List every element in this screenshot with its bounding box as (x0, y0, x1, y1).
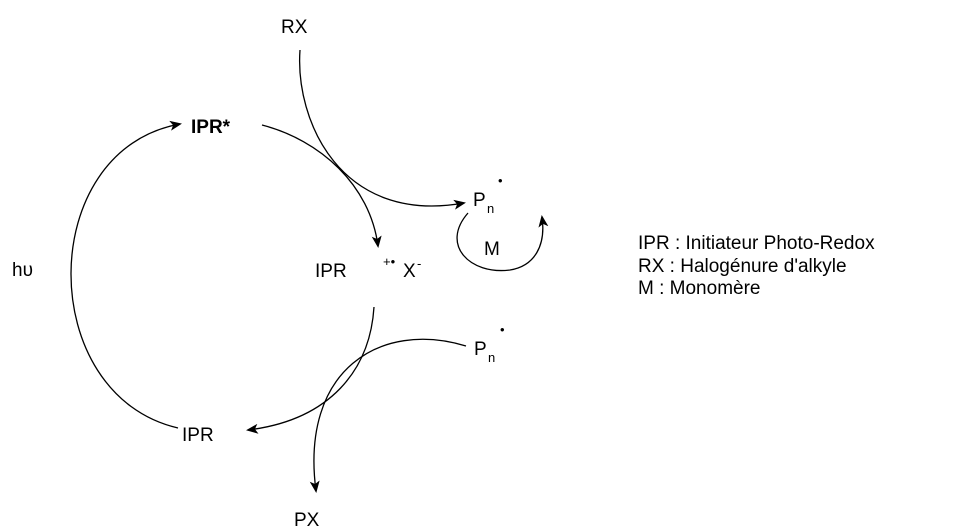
label-polymer-radical-top: P n • (473, 173, 503, 216)
label-ipr-ground: IPR (182, 425, 214, 446)
arc-propagation-loop (456, 212, 549, 272)
label-polymer-radical-bottom: P n • (474, 322, 505, 365)
radical-dot: • (498, 173, 503, 188)
arc-light-excitation (70, 120, 182, 429)
radical-dot: • (500, 322, 505, 337)
label-monomer: M (484, 239, 500, 260)
arc-ipr-star-to-ipr-cation (261, 124, 382, 248)
counter-anion-charge: - (417, 256, 421, 271)
label-ipr-radical-cation-pair: IPR +• X - (315, 254, 421, 282)
legend-item-rx: RX : Halogénure d'alkyle (638, 255, 847, 277)
arc-rx-to-polymer-radical (298, 49, 466, 210)
label-rx: RX (281, 17, 308, 38)
legend-item-ipr: IPR : Initiateur Photo-Redox (638, 233, 875, 254)
arc-polymer-radical-to-px (309, 338, 467, 493)
polymer-radical-subscript: n (488, 350, 495, 365)
polymer-radical-base: P (474, 339, 487, 360)
label-light: hυ (12, 260, 33, 281)
legend-item-m: M : Monomère (638, 278, 761, 299)
label-ipr-cation-base: IPR (315, 261, 347, 282)
legend: IPR : Initiateur Photo-Redox RX : Halogé… (638, 233, 875, 301)
label-ipr-excited: IPR* (191, 117, 231, 138)
arc-ipr-cation-to-ipr (246, 306, 375, 434)
label-px: PX (294, 510, 320, 531)
polymer-radical-base: P (473, 190, 486, 211)
label-counter-anion: X (403, 261, 416, 282)
polymer-radical-subscript: n (487, 201, 494, 216)
radical-cation-mark: +• (383, 254, 396, 269)
